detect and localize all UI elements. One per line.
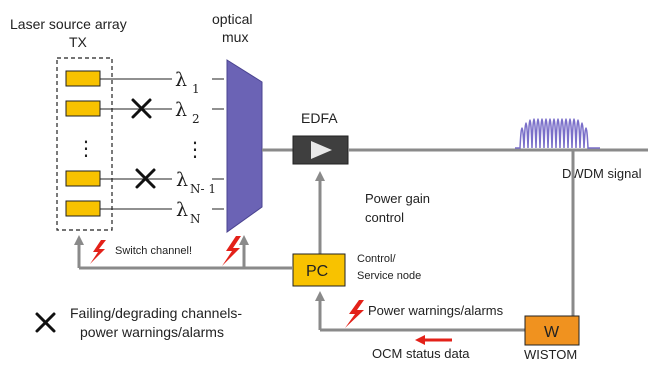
laser-source-n [65,200,101,217]
legend-line1: Failing/degrading channels- [70,305,242,321]
dwdm-signal-label: DWDM signal [562,166,642,181]
dwdm-signal-waveform [515,118,600,149]
optical-mux [226,59,263,233]
power-gain-control-line2: control [365,210,404,225]
pc-label: PC [306,263,328,280]
edfa-label: EDFA [301,110,338,126]
pc-control-box [292,253,346,287]
laser-array-box [56,57,113,231]
wistom-box [524,315,580,346]
mux-title-line1: optical [212,11,252,27]
laser-source-n-1 [65,170,101,187]
mux-title-line2: mux [222,29,248,45]
power-gain-control-line1: Power gain [365,191,430,206]
control-node-line2: Service node [357,270,421,282]
laser-ellipsis: ⋮ [76,138,96,160]
tx-title-line1: Laser source array [10,16,127,32]
tx-title-line2: TX [69,34,88,50]
ocm-status-label: OCM status data [372,346,470,361]
legend-line2: power warnings/alarms [80,324,224,340]
w-label: W [544,324,560,341]
lightning-icon [222,236,241,266]
laser-source-1 [65,70,101,87]
switch-channel-label: Switch channel! [115,245,192,257]
lightning-icon [90,240,106,264]
legend-cross-icon [35,312,56,333]
cross-icon [135,168,156,189]
lambda-ellipsis: ⋮ [185,139,205,161]
control-node-line1: Control/ [357,253,396,265]
wistom-label: WISTOM [524,347,577,362]
lightning-icon [345,300,364,328]
amplifier-triangle-icon [311,141,332,159]
cross-icon [131,98,152,119]
power-warnings-label: Power warnings/alarms [368,303,504,318]
laser-source-2 [65,100,101,117]
laser-lines [100,78,224,210]
